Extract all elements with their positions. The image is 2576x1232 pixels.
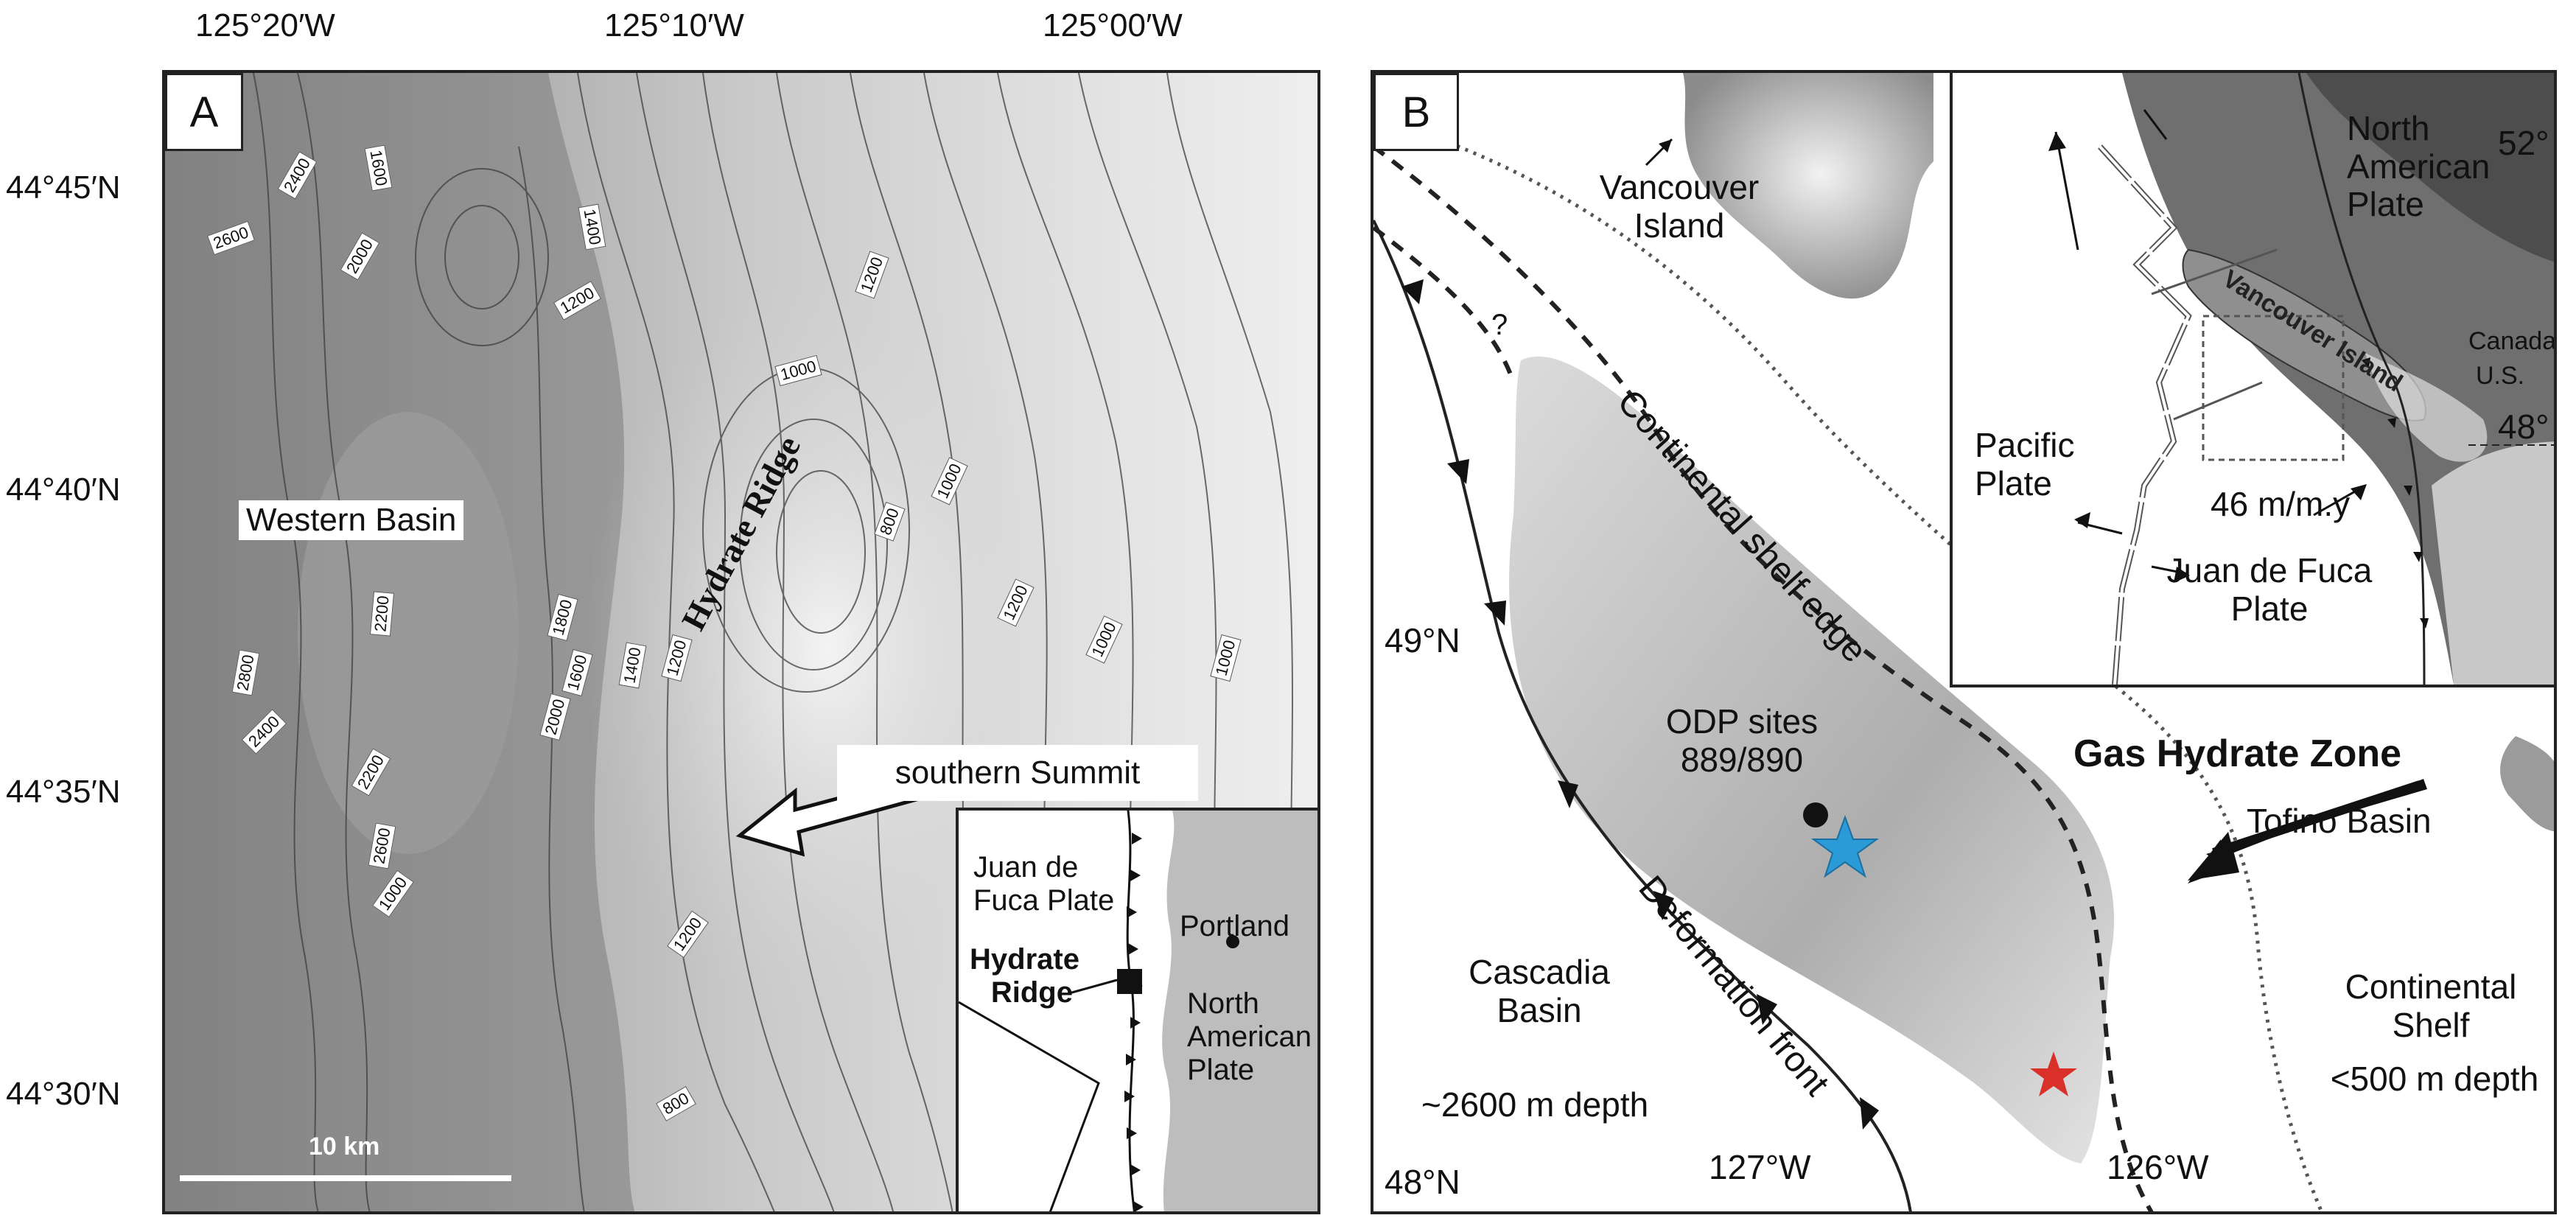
panel-b-label: B <box>1373 73 1459 151</box>
inset-trench-teeth <box>1124 833 1144 1211</box>
inset-north-american-label: North American Plate <box>1187 987 1312 1086</box>
blue-star <box>1810 815 1880 878</box>
contour-label: 2200 <box>369 591 394 637</box>
cascadia-basin-label: Cascadia Basin <box>1469 953 1610 1029</box>
inset-juan-de-fuca-label: Juan de Fuca Plate <box>973 851 1115 917</box>
inset-portland-label: Portland <box>1180 910 1289 942</box>
inset-lat-48: 48° <box>2498 407 2549 446</box>
gas-hydrate-zone-label: Gas Hydrate Zone <box>2073 732 2402 775</box>
scale-bar-label: 10 km <box>309 1133 380 1161</box>
cascadia-depth-label: ~2600 m depth <box>1421 1085 1649 1124</box>
inset-pacific-plate-label: Pacific Plate <box>1975 426 2075 503</box>
western-basin-label: Western Basin <box>239 500 464 540</box>
inset-rate-label: 46 m/m.y <box>2211 485 2351 523</box>
odp-site-dot <box>1803 802 1828 827</box>
lat-tick-2: 44°40′N <box>6 472 121 508</box>
vancouver-island-label: Vancouver Island <box>1599 168 1760 245</box>
question-mark: ? <box>1491 309 1508 341</box>
vancouver-island-shape <box>1683 73 1933 299</box>
study-area-box <box>2202 315 2345 461</box>
panel-b-map: B Vancouver Island ? Continental shelf e… <box>1371 70 2557 1214</box>
lat-tick-1: 44°45′N <box>6 169 121 206</box>
odp-sites-label: ODP sites 889/890 <box>1665 702 1819 779</box>
shelf-depth-label: <500 m depth <box>2330 1060 2539 1098</box>
lat-tick-3: 44°35′N <box>6 774 121 810</box>
panel-b-inset: North American Plate 52° 48° Vancouver I… <box>1950 73 2557 687</box>
tofino-basin-label: Tofino Basin <box>2247 802 2432 840</box>
inset-land <box>1162 811 1317 1211</box>
inset-us-label: U.S. <box>2476 362 2525 390</box>
lon-tick-3: 125°00′W <box>1043 7 1183 43</box>
lon-tick-1: 125°20′W <box>195 7 335 43</box>
lat-48-label: 48°N <box>1385 1163 1460 1201</box>
lat-tick-4: 44°30′N <box>6 1076 121 1112</box>
red-star <box>2030 1051 2077 1096</box>
continental-shelf-label: Continental Shelf <box>2345 967 2517 1044</box>
southern-summit-label: southern Summit <box>837 745 1198 801</box>
lat-49-label: 49°N <box>1385 621 1460 659</box>
cascadia-map <box>1373 73 2554 1211</box>
panel-a-label: A <box>165 73 243 151</box>
inset-canada-label: Canada <box>2468 327 2557 355</box>
lon-tick-2: 125°10′W <box>604 7 744 43</box>
inset-north-american-label: North American Plate <box>2347 109 2491 224</box>
panel-a-inset: Juan de Fuca Plate Hydrate Ridge Portlan… <box>956 808 1317 1211</box>
southeast-landmass <box>2500 736 2554 832</box>
panel-a-map: A Western Basin Hydrate Ridge southern S… <box>162 70 1320 1214</box>
deformation-front-teeth <box>1401 279 1879 1130</box>
lon-126-label: 126°W <box>2107 1148 2209 1186</box>
inset-lat-52: 52° <box>2498 124 2549 162</box>
lon-127-label: 127°W <box>1709 1148 1811 1186</box>
inset-juan-de-fuca-label: Juan de Fuca Plate <box>2166 551 2373 628</box>
gas-hydrate-zone <box>1509 356 2115 1164</box>
inset-portland-dot <box>1226 935 1239 948</box>
inset-hydrate-ridge-label: Hydrate Ridge <box>970 943 1079 1009</box>
inset-hydrate-ridge-marker <box>1117 969 1142 994</box>
